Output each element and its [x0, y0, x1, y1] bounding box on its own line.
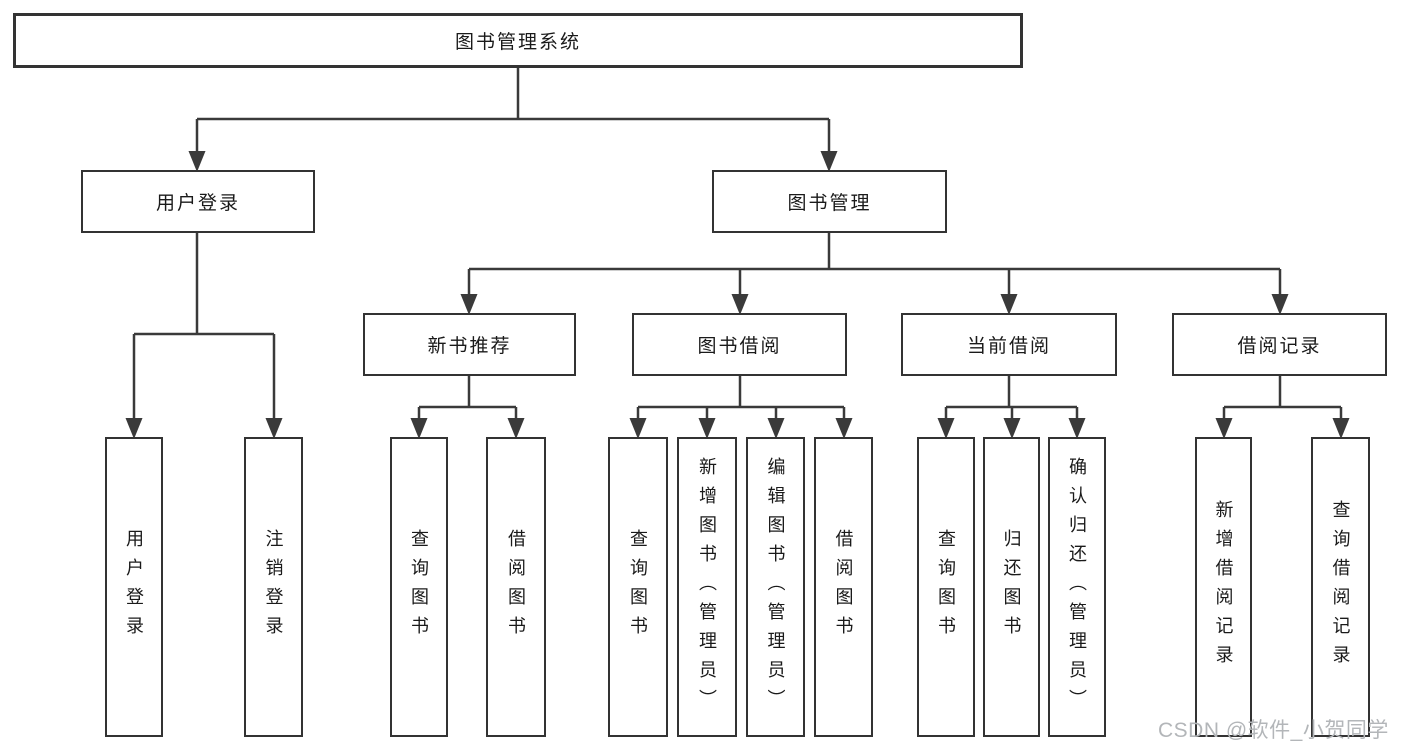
node-label: 图书借阅: [697, 336, 782, 357]
node-label: 新书推荐: [427, 336, 512, 357]
arrowhead: [767, 418, 785, 439]
arrowheads: [125, 151, 1350, 439]
node-label: 编辑图书（管理员）: [765, 456, 786, 718]
arrowhead: [731, 294, 749, 315]
leaf-query-books-recommend: 查询图书: [390, 437, 448, 737]
leaf-logout: 注销登录: [244, 437, 303, 737]
arrowhead: [937, 418, 955, 439]
arrowhead: [1332, 418, 1350, 439]
node-label: 查询图书: [409, 529, 429, 645]
node-label: 图书管理系统: [454, 32, 581, 53]
node-label: 注销登录: [263, 529, 284, 645]
arrowhead: [1000, 294, 1018, 315]
node-label: 查询借阅记录: [1330, 500, 1351, 674]
arrowhead: [125, 418, 143, 439]
node-new-book-recommend: 新书推荐: [363, 313, 576, 376]
arrowhead: [460, 294, 478, 315]
node-book-borrow: 图书借阅: [632, 313, 847, 376]
arrowhead: [188, 151, 206, 172]
node-label: 借阅记录: [1237, 336, 1322, 357]
node-label: 借阅图书: [506, 529, 526, 645]
arrowhead: [410, 418, 428, 439]
arrowhead: [1003, 418, 1021, 439]
arrowhead: [820, 151, 838, 172]
leaf-user-login: 用户登录: [105, 437, 163, 737]
arrowhead: [698, 418, 716, 439]
leaf-add-borrow-record: 新增借阅记录: [1195, 437, 1252, 737]
node-label: 归还图书: [1001, 529, 1022, 645]
node-label: 查询图书: [936, 529, 956, 645]
arrowhead: [1068, 418, 1086, 439]
leaf-borrow-books-recommend: 借阅图书: [486, 437, 546, 737]
leaf-confirm-return-admin: 确认归还（管理员）: [1048, 437, 1106, 737]
node-label: 新增图书（管理员）: [697, 456, 717, 718]
node-label: 借阅图书: [833, 529, 854, 645]
node-label: 图书管理: [787, 193, 872, 214]
leaf-query-borrow-record: 查询借阅记录: [1311, 437, 1370, 737]
arrowhead: [835, 418, 853, 439]
connector-lines: [132, 68, 1343, 420]
arrowhead: [265, 418, 283, 439]
node-book-management: 图书管理: [712, 170, 947, 233]
node-label: 查询图书: [628, 529, 648, 645]
arrowhead: [1215, 418, 1233, 439]
watermark: CSDN @软件_小贺同学: [1158, 719, 1389, 742]
node-label: 新增借阅记录: [1213, 500, 1234, 674]
arrowhead: [1271, 294, 1289, 315]
leaf-add-book-admin: 新增图书（管理员）: [677, 437, 737, 737]
node-borrow-records: 借阅记录: [1172, 313, 1387, 376]
leaf-edit-book-admin: 编辑图书（管理员）: [746, 437, 805, 737]
node-label: 用户登录: [124, 529, 144, 645]
leaf-query-books-borrow: 查询图书: [608, 437, 668, 737]
node-label: 当前借阅: [966, 336, 1051, 357]
leaf-query-books-current: 查询图书: [917, 437, 975, 737]
leaf-return-books: 归还图书: [983, 437, 1040, 737]
node-label: 确认归还（管理员）: [1067, 456, 1087, 718]
node-current-borrow: 当前借阅: [901, 313, 1117, 376]
node-user-login: 用户登录: [81, 170, 315, 233]
node-root: 图书管理系统: [13, 13, 1023, 68]
arrowhead: [629, 418, 647, 439]
arrowhead: [507, 418, 525, 439]
node-label: 用户登录: [155, 193, 240, 214]
leaf-borrow-books: 借阅图书: [814, 437, 873, 737]
